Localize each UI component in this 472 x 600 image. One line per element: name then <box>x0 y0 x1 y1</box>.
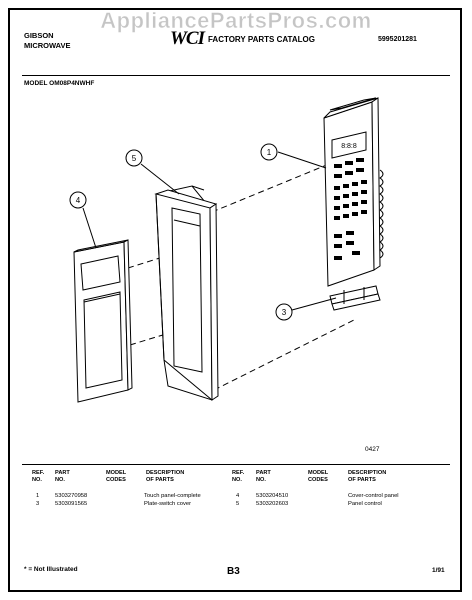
row-ref: 1 <box>36 493 40 499</box>
row-ref: 4 <box>236 493 240 499</box>
header-ref-left: REF.NO. <box>32 470 45 483</box>
callout-4: 4 <box>76 196 81 205</box>
row-ref: 5 <box>236 501 240 507</box>
date-code: 1/91 <box>432 567 445 574</box>
callout-5: 5 <box>132 154 137 163</box>
row-part-number: 5303204510 <box>256 493 289 499</box>
callout-3: 3 <box>282 308 287 317</box>
wci-logo: WCI <box>170 28 205 49</box>
catalog-header: WCI FACTORY PARTS CATALOG <box>170 28 315 49</box>
keypad <box>334 158 367 260</box>
brand-block: GIBSON MICROWAVE <box>24 31 71 51</box>
row-part-number: 5303202603 <box>256 501 289 507</box>
callout-leaders <box>82 151 337 311</box>
exploded-parts-diagram: 8:8:8 5 4 1 3 <box>69 97 384 403</box>
product-type: MICROWAVE <box>24 41 71 50</box>
row-description: Panel control <box>348 501 382 507</box>
part-switch-cover-plate <box>329 285 381 311</box>
catalog-number: 5995201281 <box>378 36 417 43</box>
part-touch-panel <box>323 97 384 287</box>
callout-1: 1 <box>267 148 272 157</box>
row-ref: 3 <box>36 501 40 507</box>
table-divider <box>22 464 450 465</box>
catalog-title: FACTORY PARTS CATALOG <box>207 34 315 44</box>
not-illustrated-note: * = Not Illustrated <box>24 566 78 573</box>
display-readout: 8:8:8 <box>341 143 357 150</box>
diagram-code: 0427 <box>365 446 380 453</box>
page-number: B3 <box>227 566 240 577</box>
header-ref-right: REF.NO. <box>232 470 245 483</box>
header-divider <box>22 75 450 76</box>
page-frame <box>8 8 462 592</box>
row-description: Cover-control panel <box>348 493 399 499</box>
part-cover-control-panel <box>73 239 133 403</box>
row-part-number: 5303091565 <box>55 501 88 507</box>
brand-name: GIBSON <box>24 31 54 40</box>
watermark: AppliancePartsPros.com <box>100 8 372 34</box>
part-panel-control-frame <box>154 185 219 401</box>
row-description: Plate-switch cover <box>144 501 192 507</box>
row-description: Touch panel-complete <box>144 493 201 499</box>
model-label: MODEL OM08P4NWHF <box>24 80 95 87</box>
row-part-number: 5303270958 <box>55 493 88 499</box>
